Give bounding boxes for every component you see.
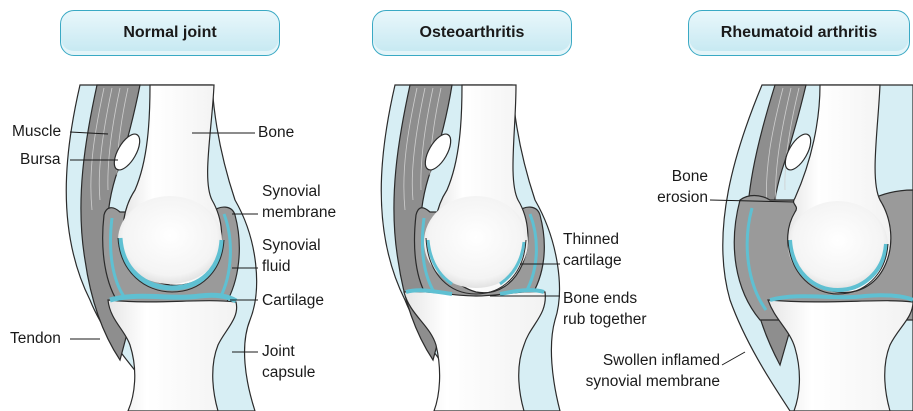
label-synovial-fluid-line1: Synovial — [262, 235, 321, 256]
label-bone-ends: Bone ends rub together — [563, 288, 647, 330]
normal-joint-figure — [66, 85, 258, 411]
rheumatoid-arthritis-figure — [710, 85, 913, 411]
label-swollen-synovial-membrane: Swollen inflamed synovial membrane — [580, 350, 720, 392]
label-bursa: Bursa — [20, 149, 61, 170]
label-bone-erosion: Bone erosion — [652, 166, 708, 208]
label-synovial-membrane-line1: Synovial — [262, 181, 336, 202]
label-joint-capsule: Joint capsule — [262, 341, 315, 383]
label-synovial-fluid-line2: fluid — [262, 256, 321, 277]
osteoarthritis-figure — [381, 85, 560, 411]
label-muscle: Muscle — [12, 121, 61, 142]
label-bone: Bone — [258, 122, 294, 143]
label-bone-erosion-line1: Bone — [652, 166, 708, 187]
label-bone-ends-line1: Bone ends — [563, 288, 647, 309]
label-swollen-line2: synovial membrane — [580, 371, 720, 392]
label-tendon: Tendon — [10, 328, 61, 349]
label-thinned-cartilage-line2: cartilage — [563, 250, 622, 271]
label-synovial-membrane-line2: membrane — [262, 202, 336, 223]
label-thinned-cartilage-line1: Thinned — [563, 229, 622, 250]
label-cartilage: Cartilage — [262, 290, 324, 311]
label-synovial-fluid: Synovial fluid — [262, 235, 321, 277]
label-bone-ends-line2: rub together — [563, 309, 647, 330]
label-joint-capsule-line1: Joint — [262, 341, 315, 362]
label-bone-erosion-line2: erosion — [652, 187, 708, 208]
label-thinned-cartilage: Thinned cartilage — [563, 229, 622, 271]
label-synovial-membrane: Synovial membrane — [262, 181, 336, 223]
label-swollen-line1: Swollen inflamed — [580, 350, 720, 371]
label-joint-capsule-line2: capsule — [262, 362, 315, 383]
